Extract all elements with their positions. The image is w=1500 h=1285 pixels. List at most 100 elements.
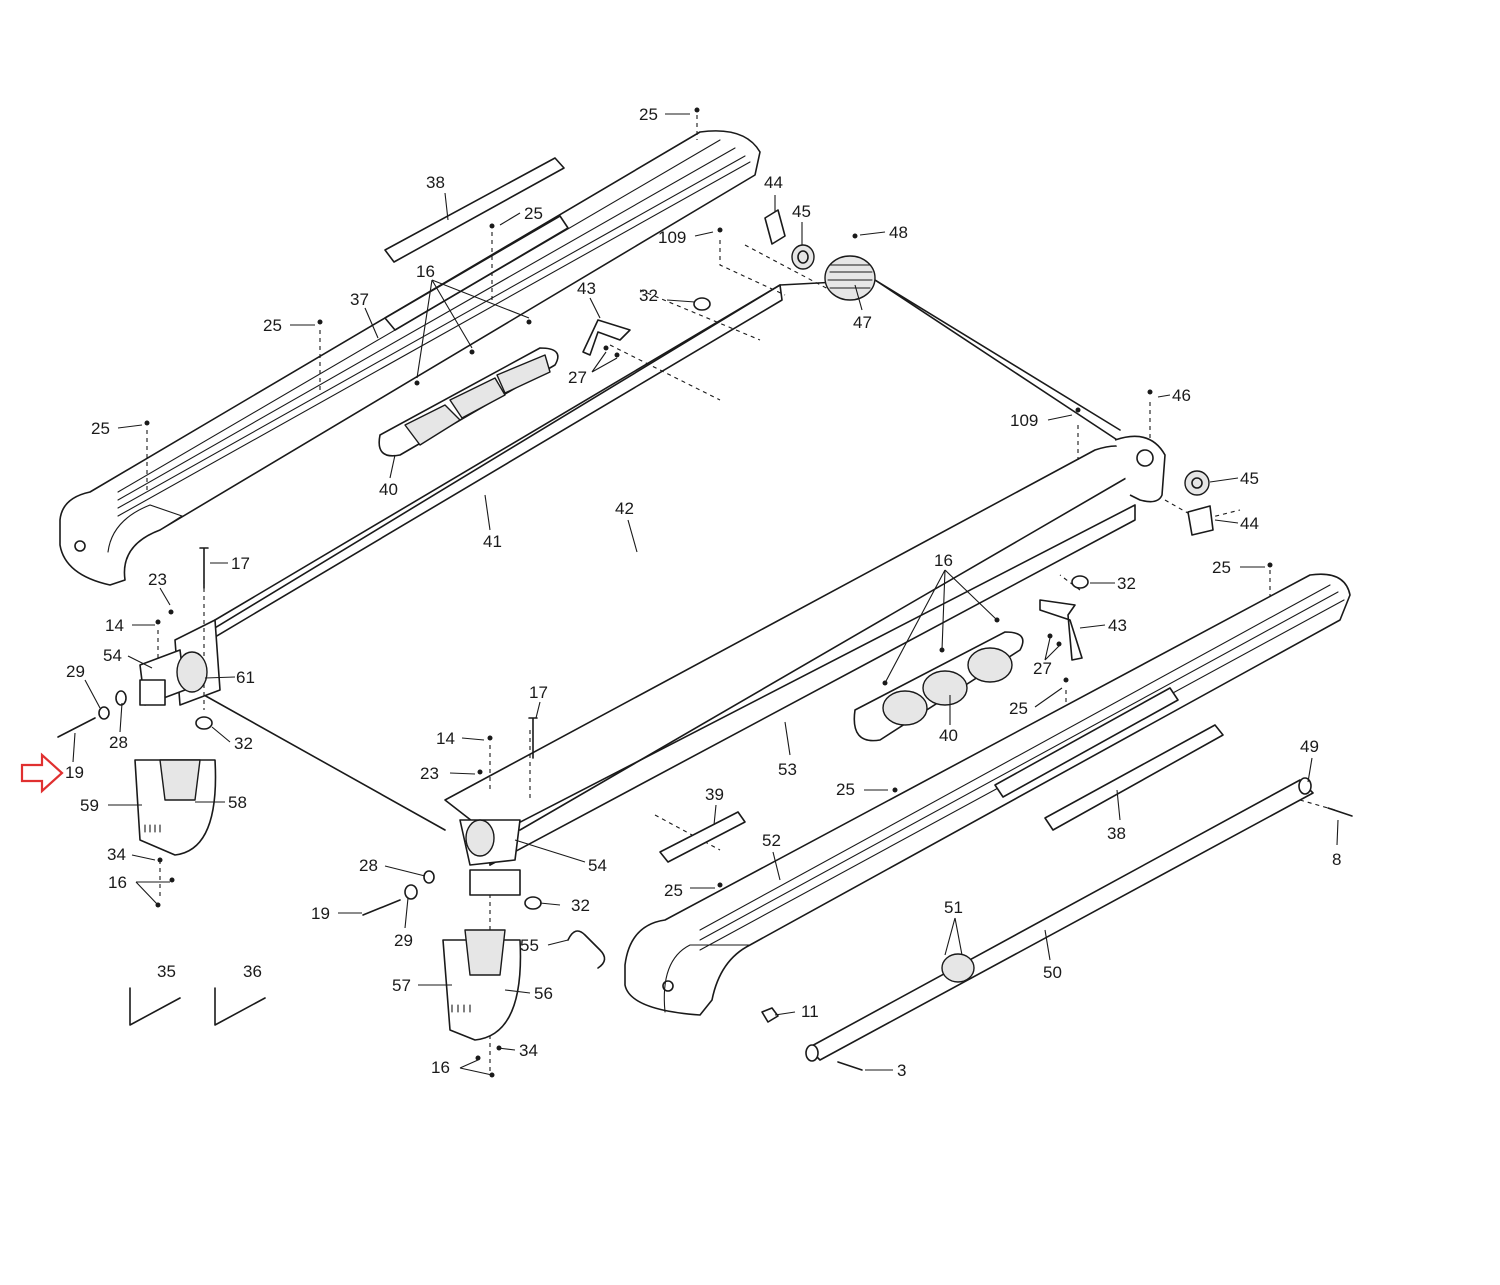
- callout-32: 32: [234, 734, 253, 753]
- callout-49: 49: [1300, 737, 1319, 756]
- cushion-40-right: [853, 631, 1024, 742]
- nut-32-top: [693, 297, 711, 311]
- callout-14: 14: [105, 616, 124, 635]
- bolt-3: [837, 1061, 863, 1071]
- roller-47: [824, 255, 876, 301]
- callout-54: 54: [588, 856, 607, 875]
- callout-14: 14: [436, 729, 455, 748]
- callout-58: 58: [228, 793, 247, 812]
- callout-32: 32: [639, 286, 658, 305]
- bearing-45-right: [1184, 470, 1210, 496]
- callout-55: 55: [520, 936, 539, 955]
- strip-38-right: [1044, 724, 1224, 831]
- callout-29: 29: [394, 931, 413, 950]
- callout-25: 25: [1212, 558, 1231, 577]
- callout-34: 34: [107, 845, 126, 864]
- callout-23: 23: [148, 570, 167, 589]
- pin-36: [214, 987, 266, 1026]
- callout-25: 25: [1009, 699, 1028, 718]
- wire-55: [567, 930, 606, 969]
- callout-54: 54: [103, 646, 122, 665]
- callout-28: 28: [359, 856, 378, 875]
- callout-25: 25: [91, 419, 110, 438]
- callout-38: 38: [1107, 824, 1126, 843]
- callout-16: 16: [431, 1058, 450, 1077]
- bolt-17-left: [199, 547, 209, 589]
- callout-25: 25: [664, 881, 683, 900]
- foot-59-58: [134, 759, 217, 856]
- label-39: [659, 811, 746, 863]
- callout-19: 19: [65, 763, 84, 782]
- callout-45: 45: [1240, 469, 1259, 488]
- callout-50: 50: [1043, 963, 1062, 982]
- callout-16: 16: [934, 551, 953, 570]
- callout-16: 16: [108, 873, 127, 892]
- bolt-19-mid: [362, 899, 401, 916]
- nut-32-mid: [524, 896, 542, 910]
- callout-46: 46: [1172, 386, 1191, 405]
- callout-17: 17: [231, 554, 250, 573]
- callout-23: 23: [420, 764, 439, 783]
- callout-37: 37: [350, 290, 369, 309]
- bearing-45-top: [791, 244, 815, 270]
- callout-44: 44: [764, 173, 783, 192]
- callout-41: 41: [483, 532, 502, 551]
- callout-25: 25: [263, 316, 282, 335]
- pin-35: [129, 987, 181, 1026]
- right-rail-52: [624, 573, 1351, 1016]
- callout-35: 35: [157, 962, 176, 981]
- right-bracket-54: [459, 819, 521, 896]
- washer-28-mid: [423, 870, 435, 884]
- callout-16: 16: [416, 262, 435, 281]
- callout-42: 42: [615, 499, 634, 518]
- callout-25: 25: [524, 204, 543, 223]
- washer-29-mid: [404, 884, 418, 900]
- nut-32-left: [195, 716, 213, 730]
- bracket-43-right: [1039, 599, 1083, 661]
- callout-36: 36: [243, 962, 262, 981]
- callout-44: 44: [1240, 514, 1259, 533]
- callout-25: 25: [836, 780, 855, 799]
- callout-19: 19: [311, 904, 330, 923]
- nut-11: [761, 1007, 779, 1023]
- callout-32: 32: [1117, 574, 1136, 593]
- callout-40: 40: [379, 480, 398, 499]
- callout-52: 52: [762, 831, 781, 850]
- cushion-40-top: [378, 347, 559, 457]
- frame-50: [805, 777, 1314, 1062]
- callout-59: 59: [80, 796, 99, 815]
- bolt-17-mid: [528, 717, 538, 759]
- left-bracket-54: [139, 649, 208, 706]
- callout-34: 34: [519, 1041, 538, 1060]
- callout-39: 39: [705, 785, 724, 804]
- callout-56: 56: [534, 984, 553, 1003]
- callout-109: 109: [658, 228, 686, 247]
- bolt-8: [1327, 807, 1353, 817]
- highlight-arrow-icon: [20, 752, 64, 794]
- foot-57-56: [442, 929, 522, 1041]
- callout-48: 48: [889, 223, 908, 242]
- callout-109: 109: [1010, 411, 1038, 430]
- callout-45: 45: [792, 202, 811, 221]
- callout-40: 40: [939, 726, 958, 745]
- callout-61: 61: [236, 668, 255, 687]
- callout-28: 28: [109, 733, 128, 752]
- left-rail-37: [59, 130, 761, 586]
- callout-27: 27: [1033, 659, 1052, 678]
- callout-25: 25: [639, 105, 658, 124]
- callout-labels: 25 38 25 44 45 48 109 16 37 25 43 32 47 …: [65, 105, 1341, 1080]
- washer-29-left: [98, 706, 110, 720]
- bracket-44-right: [1187, 505, 1214, 536]
- washer-28-left: [115, 690, 127, 706]
- leader-lines: [72, 113, 1339, 1076]
- callout-38: 38: [426, 173, 445, 192]
- callout-8: 8: [1332, 850, 1341, 869]
- callout-3: 3: [897, 1061, 906, 1080]
- callout-11: 11: [801, 1002, 819, 1021]
- callout-57: 57: [392, 976, 411, 995]
- callout-43: 43: [1108, 616, 1127, 635]
- callout-43: 43: [577, 279, 596, 298]
- bolt-19-left: [57, 717, 96, 738]
- callout-17: 17: [529, 683, 548, 702]
